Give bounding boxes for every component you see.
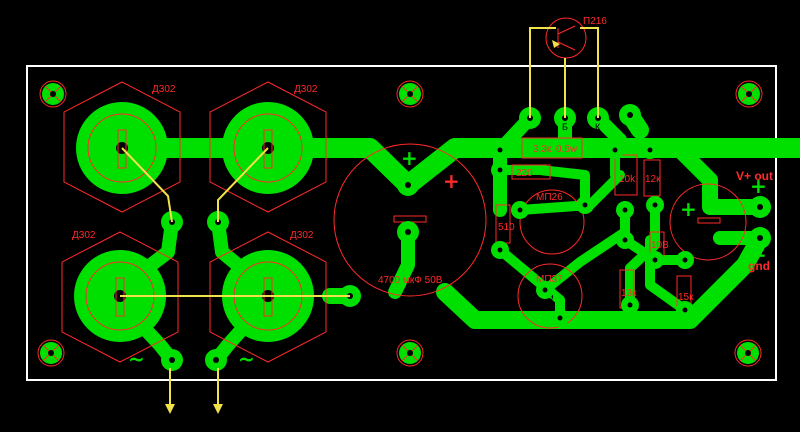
pin-u: U (549, 226, 556, 236)
pin-b: Б (562, 122, 568, 132)
label-diode-tl: Д302 (152, 84, 176, 95)
trace-inner-5 (540, 227, 630, 295)
label-chip-bottom: МП37 (536, 274, 563, 285)
jumper-dl-2 (217, 147, 269, 222)
trace-inner-4 (620, 205, 690, 265)
label-r-12: 12к (645, 174, 661, 185)
board-outline (26, 65, 777, 381)
label-r-510: 510 (498, 222, 515, 233)
mount-hole (396, 339, 424, 367)
output-capacitor: + (669, 183, 747, 261)
pads: Б К (161, 104, 771, 371)
trace-inner-1 (495, 165, 590, 210)
label-r-13b: 15к (678, 292, 694, 303)
mounting-holes (37, 80, 763, 367)
mount-hole (734, 339, 762, 367)
label-v-out: V+ out (736, 169, 773, 183)
label-r-33: 3.3к (533, 144, 552, 155)
arrow-down-icon (213, 404, 223, 414)
copper-traces (111, 106, 800, 367)
mount-hole (39, 80, 67, 108)
jumper-wires (120, 27, 599, 408)
mount-hole (396, 80, 424, 108)
v-out-sign: + (750, 174, 767, 198)
trace-inner-6 (625, 200, 660, 310)
ac-left-marker: ~ (128, 347, 145, 371)
trace-inner-3 (515, 170, 625, 215)
chip-mp26: МП26 U (519, 189, 585, 255)
gnd-sign: − (750, 243, 767, 267)
trace-top-to-cap (290, 138, 418, 195)
label-r-10k: 10k (619, 174, 636, 185)
ac-right-marker: ~ (238, 347, 255, 371)
resistor-labels: 3.3к 0.5w 220 510 10k 12к 13к 15к 10В (498, 144, 694, 303)
lead-arrows (165, 40, 560, 414)
cap-plus-silk: + (443, 169, 460, 193)
label-diode-bl: Д302 (72, 230, 96, 241)
jumper-tr-e (529, 27, 556, 118)
label-diode-tr: Д302 (294, 84, 318, 95)
label-gnd: gnd (748, 259, 770, 273)
jumper-tr-k (580, 27, 599, 118)
label-r-220: 220 (516, 168, 533, 179)
label-r-05: 0.5w (556, 144, 578, 155)
cap-plus-copper: + (401, 146, 418, 170)
label-trim: 10В (651, 240, 669, 251)
diode-top-right: Д302 (209, 81, 327, 213)
jumper-dl-1 (121, 147, 173, 223)
mount-hole (37, 339, 65, 367)
trace-out-plus (642, 142, 768, 215)
mount-hole (735, 80, 763, 108)
diode-top-left: Д302 (63, 81, 181, 213)
resistors (495, 137, 692, 313)
arrow-down-icon (165, 404, 175, 414)
label-transistor: П216 (583, 16, 607, 27)
pin-k: К (595, 122, 601, 132)
label-chip-top: МП26 (536, 192, 563, 203)
label-r-13a: 13к (621, 288, 637, 299)
main-capacitor: + + 4700 мкФ 50В (333, 143, 487, 297)
label-diode-br: Д302 (290, 230, 314, 241)
label-capacitor: 4700 мкФ 50В (378, 275, 443, 286)
arrow-into-transistor-icon (552, 40, 560, 48)
trace-ground-main (436, 229, 769, 329)
outcap-plus: + (680, 197, 697, 221)
